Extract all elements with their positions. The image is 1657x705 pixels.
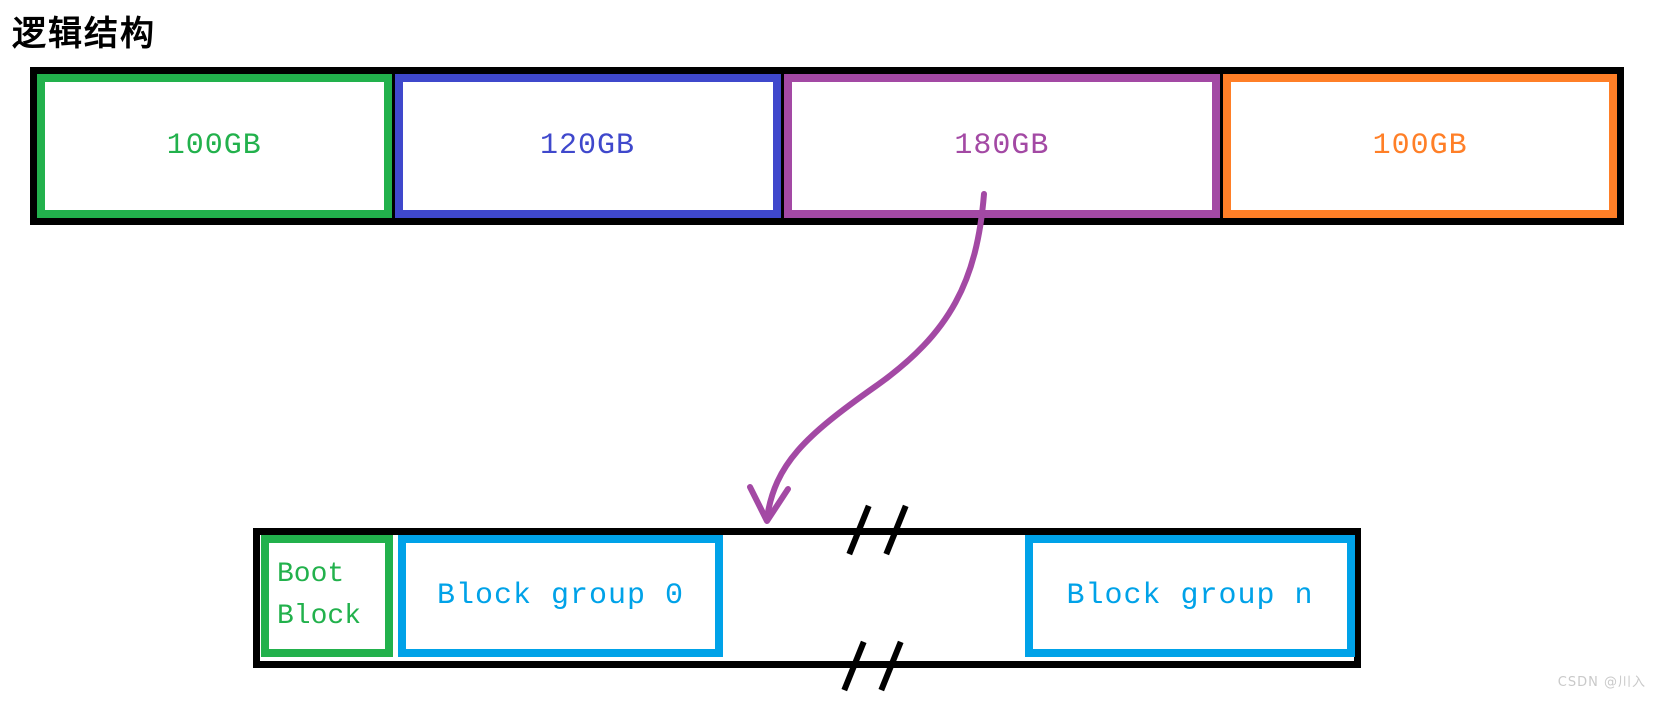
boot-block-box: Boot Block bbox=[261, 535, 393, 657]
partition-segment-100gb-green: 100GB bbox=[37, 74, 392, 218]
partition-segment-120gb-indigo: 120GB bbox=[394, 74, 781, 218]
boot-block-label-line1: Boot bbox=[277, 559, 345, 590]
block-group-0-label: Block group 0 bbox=[436, 579, 685, 613]
block-group-bar: Boot Block Block group 0 Block group n bbox=[253, 528, 1361, 668]
boot-block-label-line2: Block bbox=[277, 601, 362, 632]
page-title: 逻辑结构 bbox=[12, 14, 156, 54]
partition-bar: 100GB 120GB 180GB 100GB bbox=[30, 67, 1624, 225]
partition-label: 100GB bbox=[1372, 129, 1468, 163]
partition-label: 180GB bbox=[954, 129, 1050, 163]
partition-label: 120GB bbox=[540, 129, 636, 163]
partition-segment-180gb-purple: 180GB bbox=[783, 74, 1221, 218]
watermark: CSDN @川入 bbox=[1557, 675, 1646, 690]
partition-segment-100gb-orange: 100GB bbox=[1223, 74, 1617, 218]
block-group-n-label: Block group n bbox=[1066, 579, 1314, 613]
block-group-0-box: Block group 0 bbox=[398, 535, 723, 657]
partition-label: 100GB bbox=[166, 129, 262, 163]
block-group-n-box: Block group n bbox=[1025, 535, 1355, 657]
